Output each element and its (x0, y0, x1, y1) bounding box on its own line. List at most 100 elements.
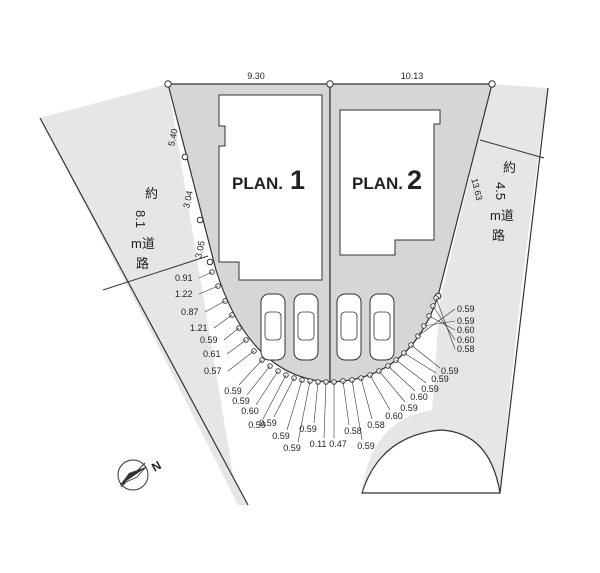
car-3 (336, 293, 362, 361)
dimension-leader (227, 350, 255, 372)
bottom-left-arc-dim: 0.60 (241, 406, 259, 416)
cul-de-sac (361, 429, 501, 494)
west-arc-dim: 0.87 (181, 307, 199, 317)
west-road-area (40, 84, 238, 505)
west-arc-dim: 0.91 (175, 273, 193, 283)
dimension-leader (410, 344, 441, 369)
dimension-leader (297, 380, 311, 443)
svg-text:4.5: 4.5 (493, 182, 508, 200)
bottom-left-arc-dim: 0.11 (310, 439, 327, 449)
dimension-leader (238, 359, 263, 386)
car-4 (369, 293, 395, 361)
dimension-leader (323, 381, 327, 439)
east-arc-dim: 0.59 (457, 316, 475, 326)
dimension-leader (204, 300, 226, 313)
bottom-right-arc-dim: 0.60 (385, 411, 403, 421)
bottom-left-arc-dim: 0.59 (272, 431, 290, 441)
corner-marker (326, 80, 334, 88)
svg-text:m道: m道 (131, 236, 155, 251)
corner-marker (181, 153, 189, 161)
bottom-left-arc-dim: 0.59 (248, 420, 266, 430)
dimension-leader (423, 320, 456, 327)
west-arc-dim: 0.61 (203, 349, 221, 359)
dimension-leader (417, 308, 456, 337)
corner-marker (164, 80, 172, 88)
plan-1-number: 1 (290, 165, 305, 195)
east-arc-dim: 0.58 (457, 344, 475, 354)
dimension-leader (435, 297, 456, 350)
west-road-label: 約 8.1 m道 路 (131, 186, 158, 271)
car-2 (293, 293, 319, 361)
arc-dimension-group: 0.911.220.871.210.590.610.570.590.590.60… (175, 269, 475, 453)
dimension-leader (313, 381, 319, 424)
house-1 (218, 94, 323, 281)
dimension-leader (387, 365, 416, 392)
dimension-leader (223, 327, 240, 341)
dimension-leader (213, 314, 233, 329)
east-arc-dim: 0.60 (457, 325, 475, 335)
plan-2-label: PLAN. (352, 174, 403, 193)
west-arc-dim: 1.22 (175, 289, 193, 299)
bottom-right-arc-dim: 0.59 (400, 403, 418, 413)
dimension-leader (273, 377, 295, 418)
dimension-leader (360, 377, 373, 420)
dimension-leader (246, 365, 271, 396)
east-road-width-line (479, 139, 545, 159)
east-arc-dim: 0.59 (457, 304, 475, 314)
compass-north-label: N (149, 458, 164, 474)
bottom-left-arc-dim: 0.59 (232, 396, 250, 406)
dimension-leader (428, 315, 456, 331)
dimension-leader (403, 352, 437, 374)
bottom-left-arc-dim: 0.59 (259, 418, 277, 428)
dimension-leader (262, 374, 287, 420)
dimension-leader (378, 370, 406, 403)
compass-icon (117, 459, 149, 491)
bottom-right-arc-dim: 0.59 (421, 384, 439, 394)
west-side-dim-2: 3.04 (181, 190, 194, 209)
frontage-dim-lot-1: 9.30 (247, 71, 265, 81)
bottom-left-arc-dim: 0.59 (283, 443, 301, 453)
east-arc-dim: 0.60 (457, 335, 475, 345)
west-road-edge (39, 117, 249, 506)
dimension-leader (198, 285, 219, 295)
bottom-right-arc-dim: 0.60 (410, 392, 428, 402)
dimension-leader (395, 359, 427, 384)
dimension-leader (198, 271, 213, 279)
dimension-leader (351, 379, 363, 441)
bottom-right-arc-dim: 0.59 (431, 374, 449, 384)
corner-marker (196, 216, 204, 224)
bottom-road (230, 493, 500, 573)
west-side-dim-1: 5.40 (166, 128, 179, 147)
bottom-left-arc-dim: 0.59 (224, 386, 242, 396)
svg-text:路: 路 (136, 256, 149, 271)
dimension-leader (255, 370, 279, 406)
bottom-right-arc-dim: 0.47 (329, 439, 347, 449)
dimension-leader (369, 374, 391, 411)
bottom-left-arc-dim: 0.59 (299, 424, 317, 434)
east-road-edge (499, 87, 549, 494)
svg-text:路: 路 (492, 228, 505, 243)
plan-2-number: 2 (407, 165, 422, 195)
east-road (362, 84, 548, 493)
house-2 (339, 109, 441, 256)
corner-marker (206, 258, 214, 266)
frontage-dim-lot-2: 10.13 (401, 71, 424, 81)
dimension-leader (432, 305, 456, 341)
east-road-label: 約 4.5 m道 路 (490, 160, 516, 243)
svg-text:約: 約 (503, 160, 516, 175)
bottom-right-arc-dim: 0.59 (357, 441, 375, 451)
west-arc-dim: 0.57 (204, 366, 222, 376)
dimension-leader (286, 379, 303, 431)
corner-marker (488, 80, 496, 88)
plan-1-label: PLAN. (232, 174, 283, 193)
west-road-width-line (102, 255, 209, 291)
car-1 (260, 293, 286, 361)
dimension-leader (342, 380, 350, 426)
west-arc-dim: 1.21 (190, 323, 208, 333)
east-arc-extra-dim: 0.59 (441, 366, 459, 376)
svg-text:約: 約 (145, 186, 158, 201)
svg-text:m道: m道 (490, 208, 514, 223)
bottom-right-arc-dim: 0.58 (367, 420, 385, 430)
